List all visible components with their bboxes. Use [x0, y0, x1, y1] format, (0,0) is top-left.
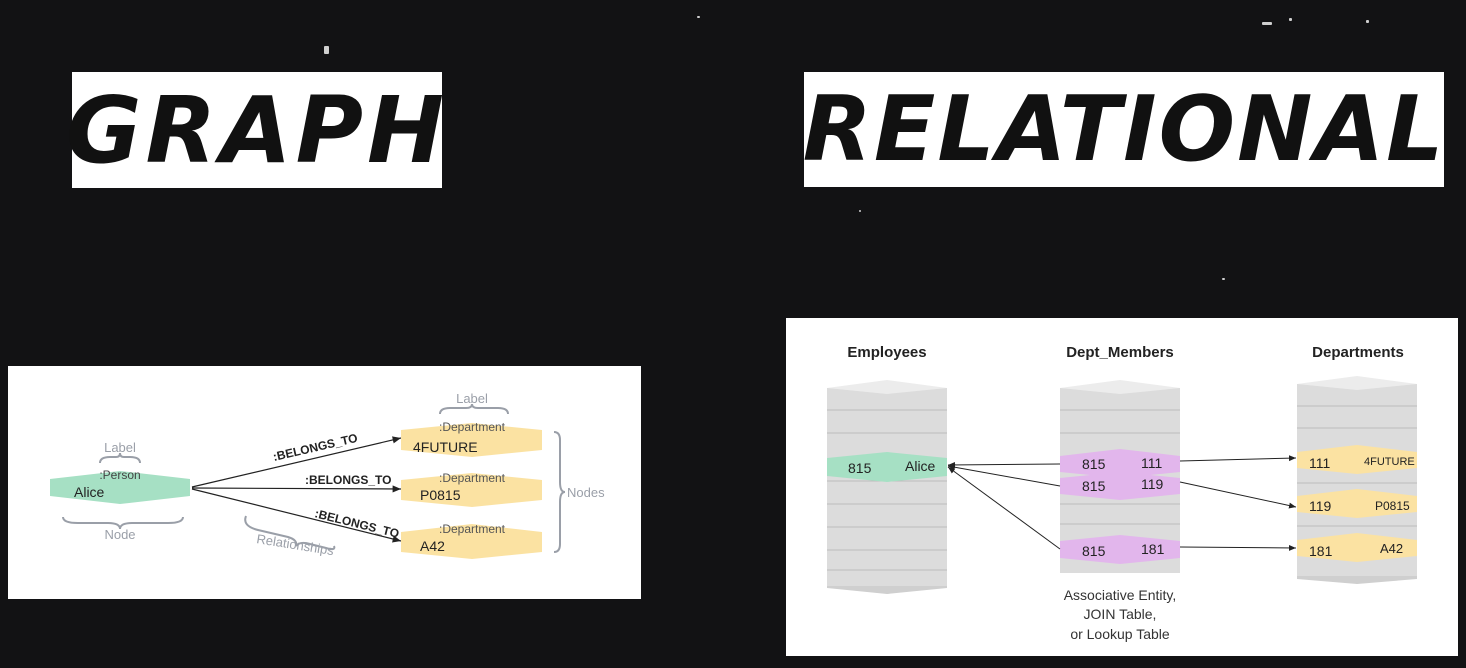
alice-label-brace — [99, 452, 141, 464]
department-node-p0815 — [401, 473, 542, 507]
department-node-label: :Department — [439, 471, 506, 485]
dept-member-dept-id: 111 — [1141, 455, 1162, 471]
join-table-caption-line: JOIN Table, — [1084, 606, 1157, 622]
alice-node — [50, 471, 190, 504]
dept-member-emp-id: 815 — [1082, 543, 1106, 559]
alice-node-name: Alice — [74, 484, 105, 500]
graph-heading: GRAPH — [66, 76, 448, 184]
departments-label-caption: Label — [456, 391, 488, 406]
background-speck — [697, 16, 700, 18]
node-caption: Node — [104, 527, 135, 542]
department-row-181 — [1297, 533, 1417, 562]
join-table-caption-line: or Lookup Table — [1070, 626, 1170, 642]
dept-member-row-111 — [1060, 449, 1180, 478]
dept-member-dept-id: 119 — [1141, 476, 1164, 492]
employee-name: Alice — [905, 458, 936, 474]
relational-heading: RELATIONAL — [802, 77, 1446, 182]
department-name: 4FUTURE — [1364, 456, 1415, 468]
departments-table-title: Departments — [1312, 344, 1404, 361]
background-speck — [859, 210, 861, 212]
relational-diagram-panel: Employees Dept_Members Departments 815 A… — [786, 318, 1458, 656]
join-table-caption-line: Associative Entity, — [1064, 587, 1177, 603]
relationship-type-label: :BELONGS_TO — [305, 473, 391, 487]
dept-members-table-title: Dept_Members — [1066, 344, 1174, 361]
department-row-119 — [1297, 489, 1417, 518]
department-row-111 — [1297, 445, 1417, 474]
background-speck — [324, 46, 329, 54]
alice-label-caption: Label — [104, 440, 136, 455]
relationship-type-label: :BELONGS_TO — [272, 431, 359, 464]
fk-arrow-to-employee — [947, 461, 1061, 468]
fk-arrow-to-employee — [947, 464, 1061, 487]
relationships-brace — [244, 515, 336, 551]
graph-diagram: Label :Person Alice Node :BELONGS_TO :BE… — [50, 391, 605, 559]
nodes-brace — [553, 431, 566, 553]
employee-row-alice — [827, 452, 947, 482]
background-speck — [1222, 278, 1225, 280]
fk-arrow-to-department — [1179, 544, 1297, 551]
nodes-caption: Nodes — [567, 485, 605, 500]
background-speck — [1366, 20, 1369, 23]
employee-id: 815 — [848, 460, 872, 476]
department-id: 111 — [1309, 455, 1330, 471]
department-name: A42 — [1380, 541, 1403, 556]
fk-arrow-to-department — [1179, 481, 1297, 509]
department-node-name: A42 — [420, 538, 445, 554]
department-id: 119 — [1309, 498, 1332, 514]
dept-member-row-119 — [1060, 472, 1180, 500]
department-node-a42 — [401, 524, 542, 559]
relational-heading-box: RELATIONAL — [802, 72, 1446, 187]
department-node-name: 4FUTURE — [413, 439, 478, 455]
employees-table-title: Employees — [847, 344, 926, 361]
relationship-arrow-4future — [191, 436, 402, 488]
employees-table — [827, 380, 947, 594]
department-name: P0815 — [1375, 499, 1410, 513]
department-node-name: P0815 — [420, 487, 461, 503]
department-id: 181 — [1309, 543, 1333, 559]
dept-member-emp-id: 815 — [1082, 478, 1106, 494]
relationship-type-label: :BELONGS_TO — [313, 506, 400, 541]
departments-label-brace — [439, 403, 509, 415]
graph-heading-box: GRAPH — [66, 72, 444, 188]
relationship-arrow-a42 — [191, 488, 402, 543]
dept-member-row-181 — [1060, 535, 1180, 564]
relational-diagram: Employees Dept_Members Departments 815 A… — [827, 344, 1417, 642]
relationships-caption: Relationships — [256, 531, 336, 558]
background-speck — [1289, 18, 1292, 21]
department-node-label: :Department — [439, 420, 506, 434]
dept-member-dept-id: 181 — [1141, 541, 1165, 557]
fk-arrow-to-employee — [947, 466, 1061, 550]
background-speck — [1262, 22, 1272, 25]
graph-diagram-panel: Label :Person Alice Node :BELONGS_TO :BE… — [8, 366, 641, 599]
department-node-4future — [401, 423, 542, 457]
relationship-arrow-p0815 — [191, 485, 402, 493]
alice-node-label: :Person — [99, 468, 140, 482]
department-node-label: :Department — [439, 522, 506, 536]
dept-member-emp-id: 815 — [1082, 456, 1106, 472]
node-brace — [62, 516, 184, 530]
fk-arrow-to-department — [1179, 455, 1297, 462]
